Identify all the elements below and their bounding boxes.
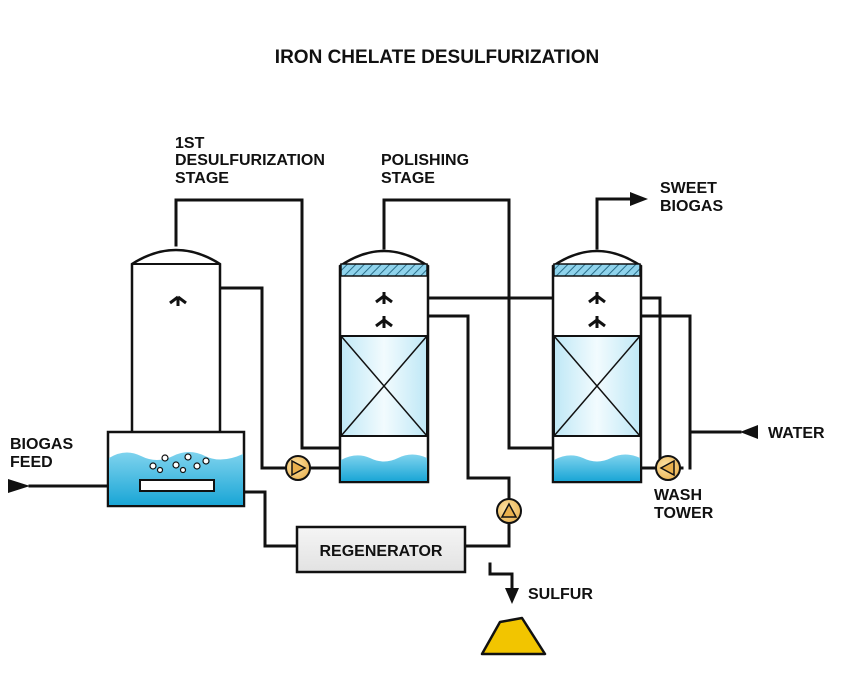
sweet-biogas-label: SWEET BIOGAS bbox=[660, 180, 723, 215]
stage1-liquid bbox=[109, 452, 243, 505]
pump-icon bbox=[285, 455, 311, 481]
stage1-sparger bbox=[139, 479, 215, 492]
sweet-biogas-line2: BIOGAS bbox=[660, 198, 723, 215]
polishing-demister bbox=[340, 263, 428, 277]
pipe-stage1-to-polishing bbox=[174, 198, 343, 450]
wash-liquid bbox=[554, 454, 640, 481]
pipe-regen-to-pump2 bbox=[463, 523, 511, 548]
polishing-label: POLISHING STAGE bbox=[381, 152, 473, 187]
biogas-feed-line2: FEED bbox=[10, 454, 53, 471]
pump-icon bbox=[496, 498, 522, 524]
arrow-icon bbox=[505, 588, 519, 604]
biogas-feed-label: BIOGAS FEED bbox=[10, 436, 78, 471]
regenerator-label: REGENERATOR bbox=[320, 543, 443, 560]
arrow-icon bbox=[8, 479, 30, 493]
spray-nozzle-icon bbox=[375, 292, 393, 328]
bubbles-icon bbox=[149, 453, 210, 474]
sulfur-pile-icon bbox=[480, 616, 547, 656]
sulfur-label: SULFUR bbox=[528, 586, 593, 603]
polishing-label-line2: STAGE bbox=[381, 170, 435, 187]
vessel-polishing bbox=[338, 249, 430, 484]
water-label: WATER bbox=[768, 425, 825, 442]
wash-tower-line2: TOWER bbox=[654, 505, 714, 522]
vessel-wash-tower bbox=[551, 249, 643, 484]
sweet-biogas-line1: SWEET bbox=[660, 180, 717, 197]
biogas-feed-line1: BIOGAS bbox=[10, 436, 73, 453]
pipe-wash-upper-feed bbox=[634, 296, 684, 470]
vessel-stage1-shell bbox=[130, 248, 222, 432]
wash-tower-label: WASH TOWER bbox=[654, 487, 714, 522]
stage1-label: 1ST DESULFURIZATION STAGE bbox=[175, 135, 329, 187]
stage1-label-line2: DESULFURIZATION bbox=[175, 152, 325, 169]
pump-icon bbox=[655, 455, 681, 481]
arrow-icon bbox=[740, 425, 758, 439]
pipe-polishing-to-wash bbox=[382, 198, 555, 450]
pipe-stage1-to-regenerator bbox=[241, 490, 299, 548]
arrow-icon bbox=[630, 192, 648, 206]
spray-nozzle-icon bbox=[169, 295, 187, 306]
regenerator: REGENERATOR bbox=[295, 525, 467, 574]
wash-tower-line1: WASH bbox=[654, 487, 702, 504]
diagram-title: IRON CHELATE DESULFURIZATION bbox=[275, 47, 599, 68]
regenerator-box bbox=[295, 525, 467, 574]
pipe-regen-to-sulfur bbox=[488, 562, 514, 590]
wash-demister bbox=[553, 263, 641, 277]
spray-nozzle-icon bbox=[588, 292, 606, 328]
stage1-label-line1: 1ST bbox=[175, 135, 205, 152]
polishing-label-line1: POLISHING bbox=[381, 152, 469, 169]
pipe-sweet-biogas bbox=[595, 197, 632, 250]
stage1-label-line3: STAGE bbox=[175, 170, 229, 187]
polishing-liquid bbox=[341, 454, 427, 481]
vessel-stage1 bbox=[106, 248, 246, 508]
